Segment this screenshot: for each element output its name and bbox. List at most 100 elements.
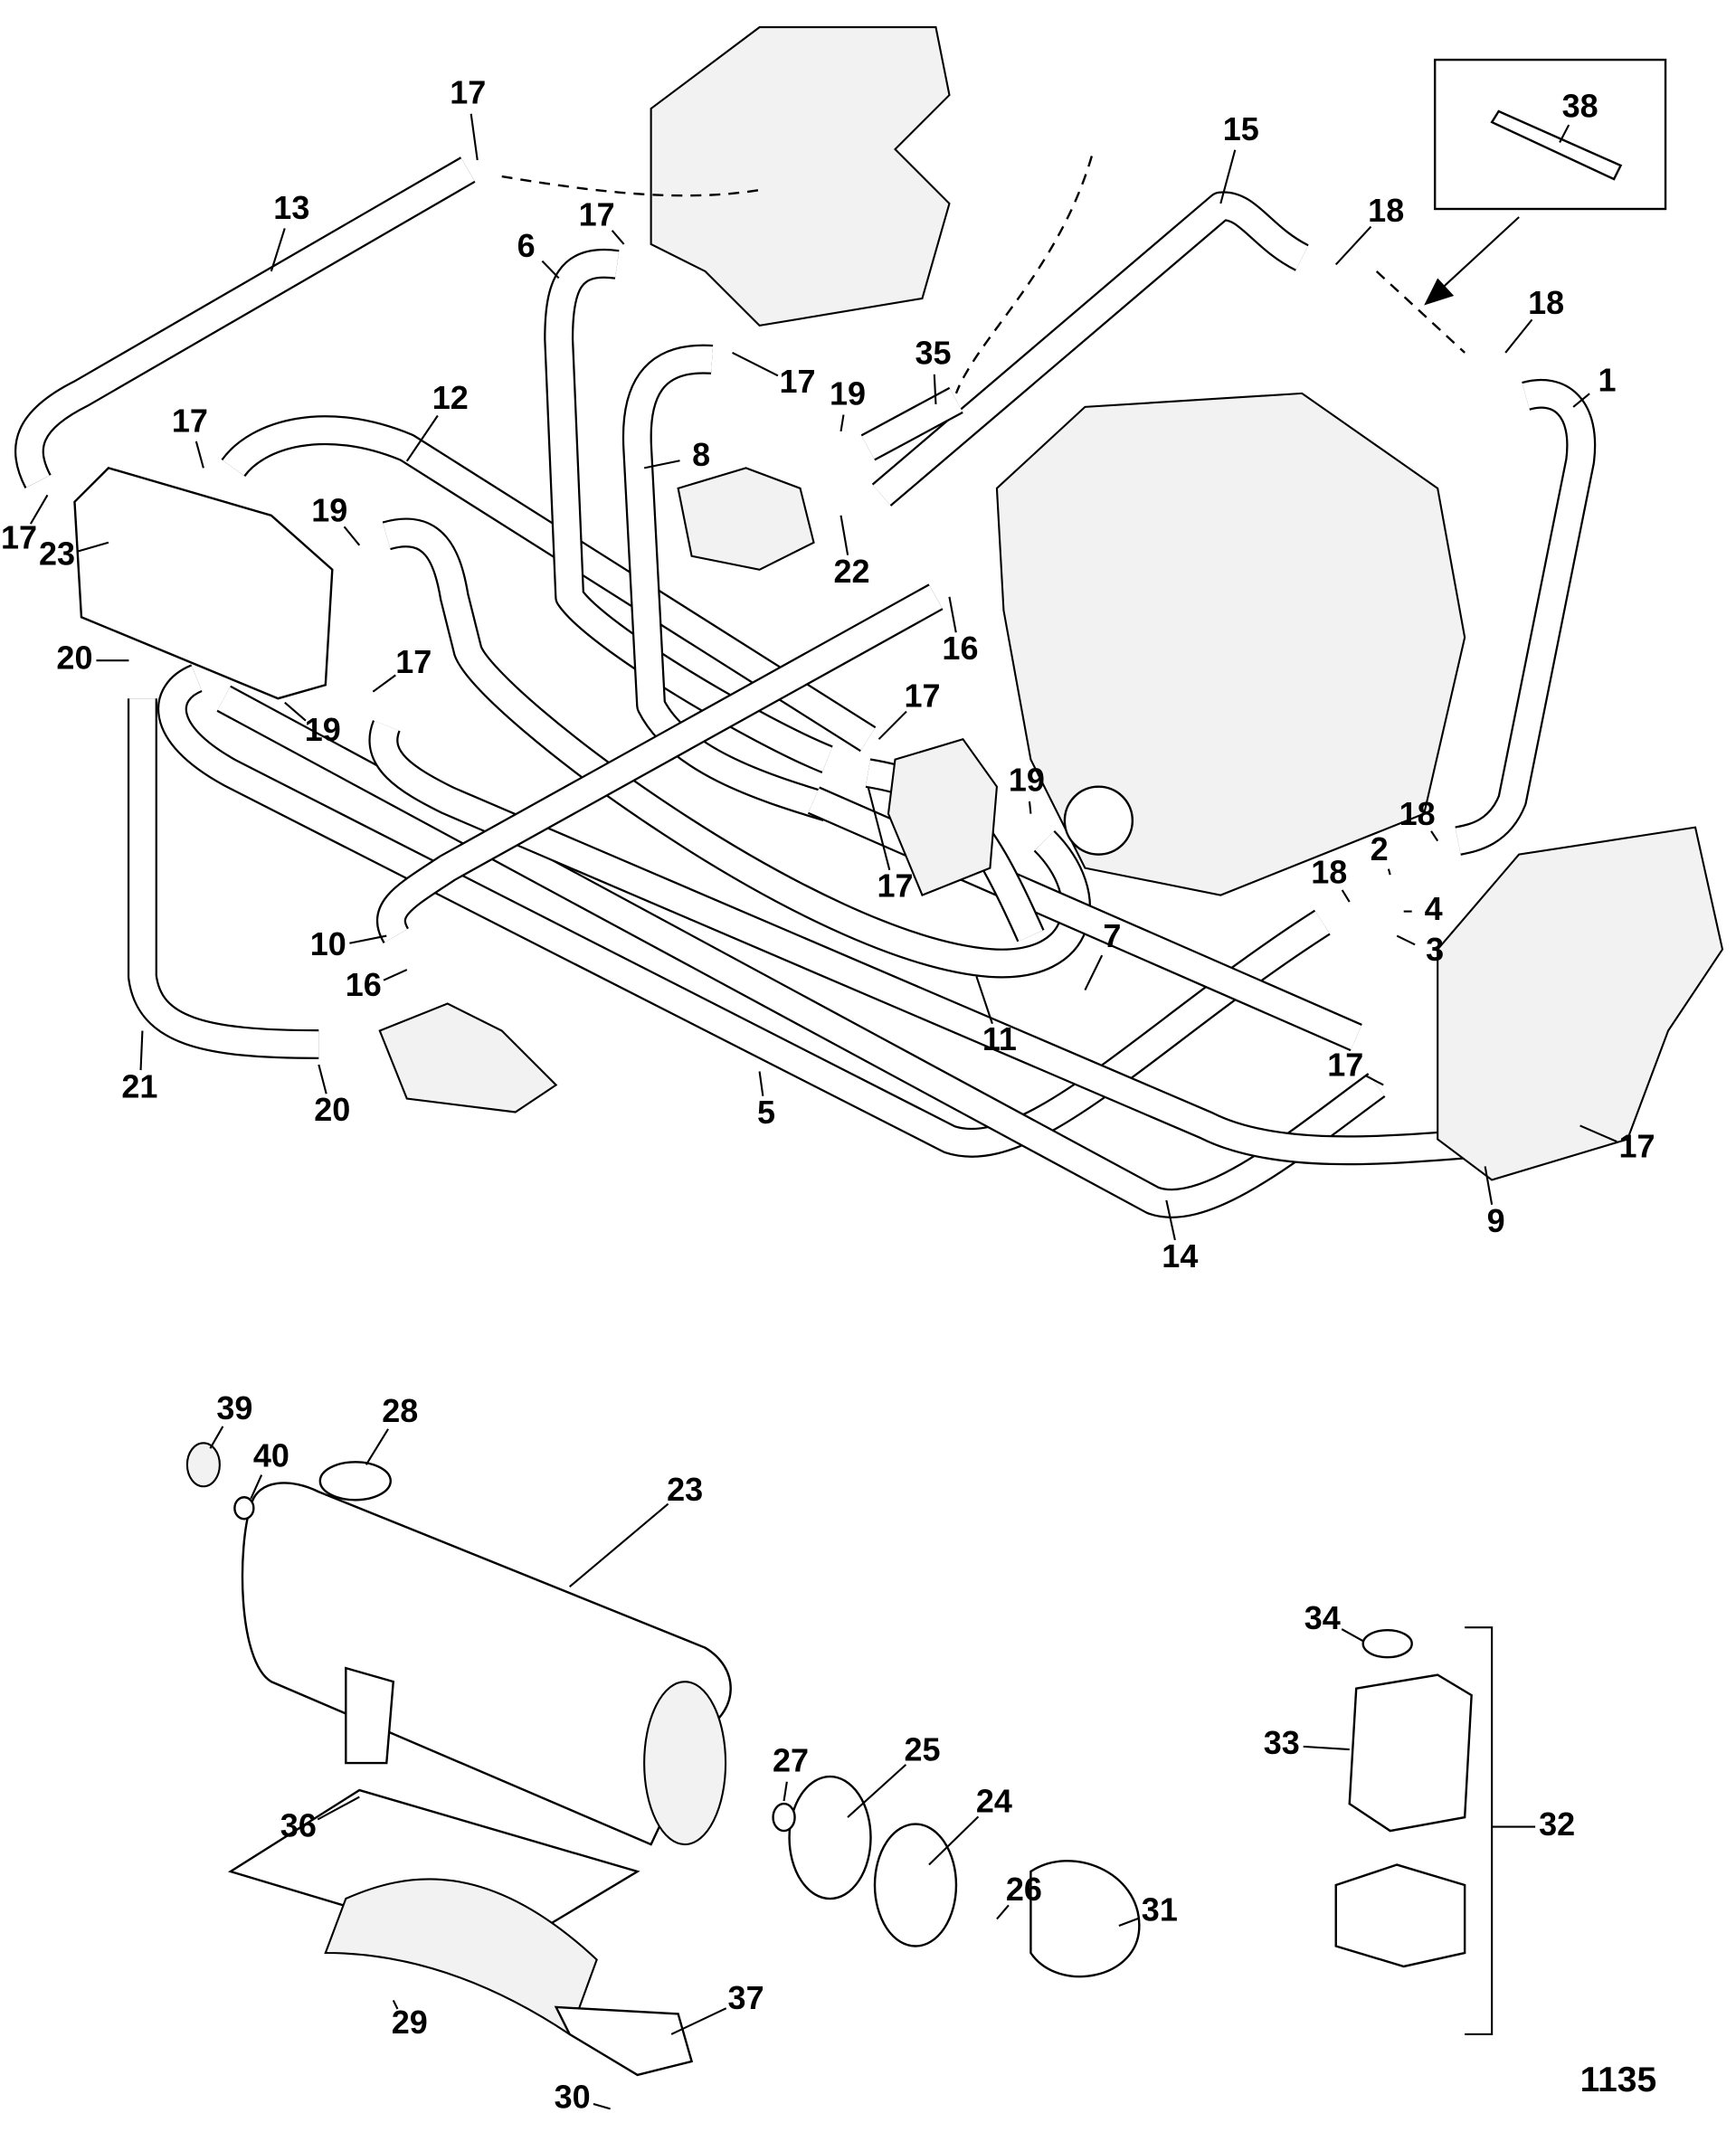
leader-line-9	[1484, 1166, 1494, 1205]
leader-line-14	[1165, 1199, 1176, 1241]
leader-line-20	[318, 1064, 327, 1094]
pressure-cap	[318, 1461, 392, 1502]
leader-line-38	[1559, 124, 1570, 144]
hose-4	[624, 346, 831, 820]
hoses	[14, 156, 1597, 1218]
kit-bracket-line	[1465, 1626, 1494, 2035]
callout-15: 15	[1223, 110, 1259, 147]
leader-line-13	[270, 228, 286, 272]
crossover-tube	[1490, 109, 1623, 181]
callout-29: 29	[392, 2004, 428, 2041]
hose-8	[129, 698, 319, 1057]
leader-line-33	[1303, 1745, 1350, 1751]
exhaust-manifold-lower	[1437, 826, 1724, 1181]
leader-line-17	[867, 786, 891, 871]
leader-line-6	[541, 260, 560, 280]
heat-exchanger-small	[73, 466, 334, 700]
hose-5	[873, 193, 1309, 506]
callout-38: 38	[1562, 88, 1598, 125]
parts	[73, 26, 1724, 2077]
reservoir-cap	[1361, 1628, 1413, 1659]
leader-line-17	[1579, 1124, 1617, 1143]
callout-18: 18	[1368, 192, 1404, 229]
callout-21: 21	[121, 1067, 157, 1104]
leader-line-23	[568, 1502, 669, 1588]
seawater-pump	[378, 1002, 558, 1113]
leader-line-31	[1118, 1917, 1140, 1927]
callout-36: 36	[280, 1807, 317, 1844]
callout-16: 16	[346, 966, 382, 1003]
leader-line-19	[1028, 801, 1032, 814]
hose-2	[223, 417, 876, 751]
callout-7: 7	[1103, 917, 1121, 954]
leader-line-17	[877, 710, 907, 740]
drain-plug-39	[185, 1442, 221, 1488]
leader-line-17	[1364, 1074, 1384, 1086]
callout-33: 33	[1264, 1724, 1300, 1761]
callout-17: 17	[172, 402, 208, 439]
callout-1: 1	[1598, 361, 1617, 398]
leader-line-19	[284, 701, 307, 722]
leader-line-18	[1334, 225, 1372, 266]
leader-line-35	[933, 374, 937, 404]
leader-line-2	[1387, 868, 1391, 876]
leader-line-15	[1219, 149, 1237, 204]
leader-line-22	[840, 515, 849, 555]
leader-line-36	[317, 1796, 360, 1821]
o-ring-27	[772, 1802, 796, 1833]
callout-27: 27	[773, 1742, 809, 1779]
callout-17: 17	[1327, 1046, 1363, 1083]
exhaust-manifold-upper	[650, 26, 951, 327]
leader-line-17	[372, 674, 396, 693]
leader-line-11	[975, 976, 993, 1025]
bracket	[324, 1878, 598, 2036]
leader-line-7	[1084, 954, 1104, 991]
leader-line-27	[783, 1781, 788, 1802]
thermostat-housing	[677, 467, 815, 571]
leader-line-8	[643, 460, 680, 469]
leader-line-12	[405, 414, 439, 462]
leader-line-3	[1396, 934, 1416, 946]
leader-line-40	[250, 1474, 263, 1500]
leader-line-19	[840, 414, 845, 432]
callout-37: 37	[728, 1979, 764, 2016]
callout-34: 34	[1304, 1599, 1341, 1636]
callout-17: 17	[450, 74, 486, 111]
callout-18: 18	[1311, 854, 1347, 891]
callout-32: 32	[1539, 1805, 1575, 1843]
leader-line-26	[996, 1904, 1010, 1920]
leader-line-28	[365, 1428, 389, 1465]
callout-9: 9	[1487, 1202, 1505, 1239]
callout-5: 5	[757, 1094, 775, 1131]
callout-19: 19	[1009, 762, 1045, 799]
leader-line-16	[383, 969, 408, 981]
callout-12: 12	[432, 379, 469, 416]
hose-13	[378, 585, 943, 943]
heat-exchanger	[241, 1482, 732, 1846]
hose-11	[370, 720, 1534, 1163]
heat-exchanger-outlet	[345, 1666, 395, 1765]
callout-17: 17	[1619, 1127, 1655, 1164]
callout-13: 13	[273, 189, 309, 226]
coolant-reservoir	[1348, 1673, 1473, 1833]
end-cap-plate-25	[788, 1775, 872, 1900]
callout-35: 35	[915, 334, 951, 371]
leader-line-25	[847, 1764, 907, 1818]
callout-17: 17	[395, 643, 432, 680]
callout-39: 39	[216, 1389, 252, 1426]
callout-17: 17	[579, 195, 615, 232]
leader-line-37	[670, 2007, 727, 2035]
callout-4: 4	[1425, 890, 1443, 927]
leader-line-21	[139, 1030, 144, 1071]
callout-17: 17	[1, 518, 37, 555]
sealing-washer-40	[233, 1496, 255, 1521]
callout-19: 19	[311, 491, 347, 528]
callout-20: 20	[56, 640, 92, 677]
reservoir-bracket	[1334, 1863, 1466, 1968]
leader-line-30	[593, 2102, 611, 2110]
hose-3	[545, 251, 832, 772]
leader-line-34	[1341, 1628, 1364, 1643]
hose-7	[1455, 381, 1594, 854]
leader-line-19	[343, 526, 361, 546]
